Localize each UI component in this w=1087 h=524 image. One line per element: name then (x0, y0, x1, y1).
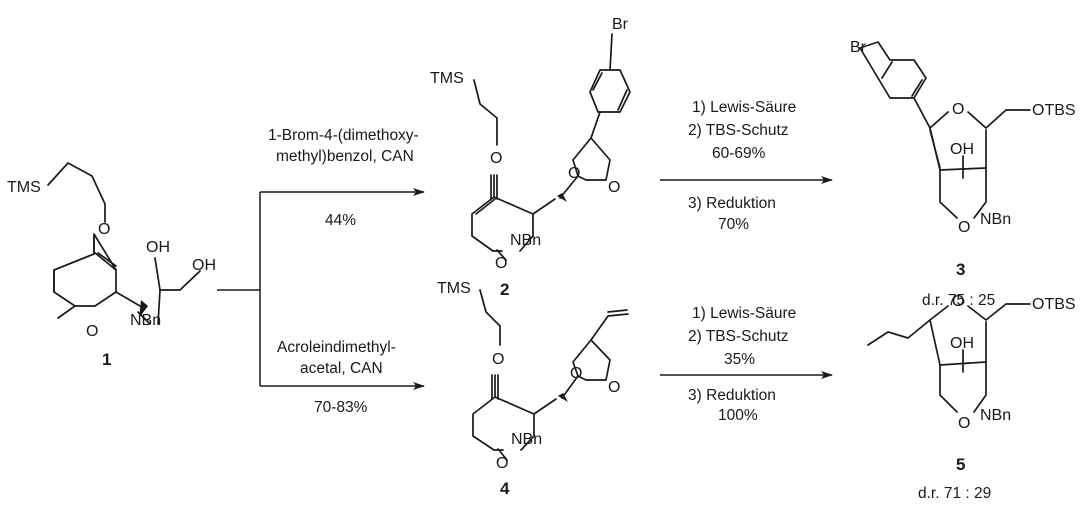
step-c-reagent-2: 2) TBS-Schutz (688, 122, 789, 139)
step-c-reagent-1: 1) Lewis-Säure (692, 99, 796, 116)
compound-3-otbs-label: OTBS (1032, 102, 1076, 119)
compound-4-number: 4 (500, 479, 510, 498)
compound-2-structure (471, 33, 631, 261)
compound-5-ring-o-label: O (958, 415, 970, 432)
step-a-reagent-line1: 1-Brom-4-(dimethoxy- (268, 127, 419, 144)
compound-1-oh2-label: OH (192, 257, 216, 274)
compound-2-dioxolane-o2-label: O (608, 179, 620, 196)
compound-2-dioxolane-o1-label: O (568, 165, 580, 182)
compound-1-structure (47, 162, 201, 325)
step-d-yield-12: 35% (724, 351, 755, 368)
compound-3-bridge-o-label: O (952, 101, 964, 118)
branch-connector (217, 192, 261, 386)
step-c-yield-12: 60-69% (712, 145, 766, 162)
compound-1-oh1-label: OH (146, 239, 170, 256)
compound-4-tms-label: TMS (437, 280, 471, 297)
compound-2-ring-o-label: O (495, 255, 507, 272)
compound-1-number: 1 (102, 350, 111, 369)
compound-3-br-label: Br (850, 39, 867, 56)
compound-2-number: 2 (500, 280, 509, 299)
compound-2-tms-label: TMS (430, 70, 464, 87)
compound-1-ether-o-label: O (98, 221, 110, 238)
compound-2-br-label: Br (612, 16, 629, 33)
step-a-yield: 44% (325, 212, 356, 229)
compound-3-number: 3 (956, 260, 965, 279)
compound-1-ring-o-label: O (86, 323, 98, 340)
compound-4-dioxolane-o2-label: O (608, 379, 620, 396)
step-d-reagent-1: 1) Lewis-Säure (692, 305, 796, 322)
compound-4-structure (472, 289, 629, 461)
compound-4-ring-o-label: O (496, 455, 508, 472)
step-c-reagent-3: 3) Reduktion (688, 195, 776, 212)
step-d-yield-3: 100% (718, 407, 758, 424)
compound-3-structure (859, 41, 1031, 219)
step-d-reagent-2: 2) TBS-Schutz (688, 328, 789, 345)
compound-5-oh-label: OH (950, 335, 974, 352)
step-b-yield: 70-83% (314, 399, 368, 416)
compound-5-otbs-label: OTBS (1032, 296, 1076, 313)
compound-4-nbn-label: NBn (511, 431, 542, 448)
compound-1-tms-label: TMS (7, 179, 41, 196)
compound-2-nbn-label: NBn (510, 232, 541, 249)
compound-3-nbn-label: NBn (980, 211, 1011, 228)
compound-5-number: 5 (956, 455, 965, 474)
step-b-reagent-line1: Acroleindimethyl- (277, 339, 396, 356)
step-a-reagent-line2: methyl)benzol, CAN (276, 148, 414, 165)
compound-3-oh-label: OH (950, 141, 974, 158)
step-d-reagent-3: 3) Reduktion (688, 387, 776, 404)
compound-3-ring-o-label: O (958, 219, 970, 236)
compound-5-dr: d.r. 71 : 29 (918, 485, 991, 502)
step-b-reagent-line2: acetal, CAN (300, 360, 383, 377)
compound-5-nbn-label: NBn (980, 407, 1011, 424)
compound-4-ether-o-label: O (492, 351, 504, 368)
compound-4-dioxolane-o1-label: O (570, 365, 582, 382)
compound-1-nbn-label: NBn (130, 312, 161, 329)
compound-5-bridge-o-label: O (952, 293, 964, 310)
compound-3-dr: d.r. 75 : 25 (922, 292, 995, 309)
compound-2-ether-o-label: O (490, 150, 502, 167)
step-c-yield-3: 70% (718, 216, 749, 233)
compound-5-structure (867, 303, 1031, 413)
